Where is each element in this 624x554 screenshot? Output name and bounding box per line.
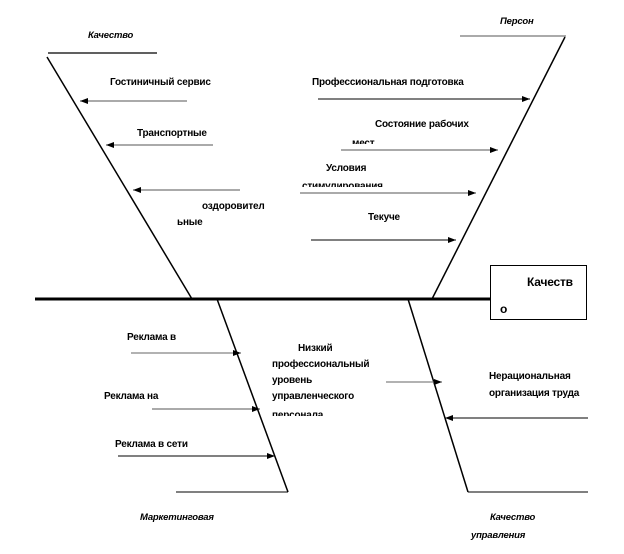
cause-label: Условия [326, 163, 367, 174]
effect-box: Качеств о [490, 265, 587, 320]
category-marketing: Маркетинговая [140, 512, 214, 523]
category-management-2: управления [471, 530, 526, 541]
category-quality: Качество [88, 30, 134, 41]
cause-label: Текуче [368, 212, 400, 223]
category-personnel: Персон [500, 16, 534, 27]
effect-label-1: Качеств [527, 275, 573, 289]
bone-personnel [431, 36, 566, 300]
cause-label: управленческого [272, 391, 355, 402]
cause-label: Состояние рабочих [375, 119, 469, 130]
bone-management [407, 298, 469, 493]
cause-label: организация труда [489, 388, 580, 399]
effect-label-2: о [500, 302, 508, 316]
category-management-1: Качество [490, 512, 536, 523]
bone-marketing [216, 298, 289, 493]
cause-label: Нерациональная [489, 371, 571, 382]
cause-label: оздоровител [202, 201, 265, 212]
cause-label: профессиональный [272, 359, 370, 370]
bone-quality [46, 56, 193, 300]
cause-label: Транспортные [137, 128, 207, 139]
cause-label: Профессиональная подготовка [312, 77, 464, 88]
cause-label: уровень [272, 375, 313, 386]
cause-label: Реклама в [127, 332, 176, 343]
cause-label-clipped: мест [352, 138, 375, 144]
cause-label: Гостиничный сервис [110, 77, 211, 88]
cause-label: Низкий [298, 343, 333, 354]
cause-label-clipped: персонала [272, 410, 324, 416]
cause-label-clipped: стимулирования [302, 181, 383, 187]
cause-label: ьные [177, 217, 203, 228]
cause-label: Реклама в сети [115, 439, 188, 450]
cause-label: Реклама на [104, 391, 159, 402]
